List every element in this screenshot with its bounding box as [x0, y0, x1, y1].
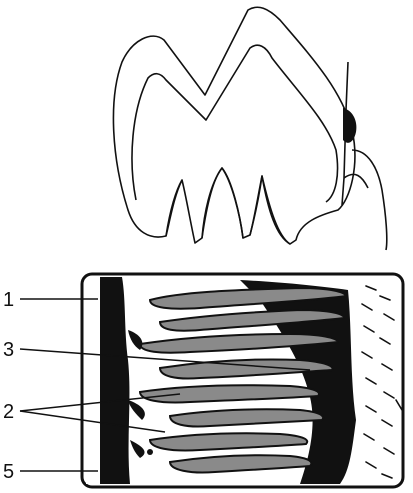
root-right — [250, 176, 290, 244]
adjacent-tooth — [352, 150, 387, 250]
dentin-enamel-junction — [132, 45, 338, 202]
outer-white-strip — [86, 278, 100, 484]
adjacent-tooth-inner — [344, 174, 368, 188]
label-1: 1 — [3, 289, 14, 311]
interrod-dot — [147, 449, 153, 455]
label-2: 2 — [3, 401, 14, 423]
crown-outer-outline — [113, 7, 354, 244]
label-3: 3 — [3, 339, 14, 361]
root-middle — [202, 168, 243, 238]
lesion-spot — [343, 108, 356, 143]
label-5: 5 — [3, 461, 14, 483]
enamel-section — [82, 274, 403, 487]
